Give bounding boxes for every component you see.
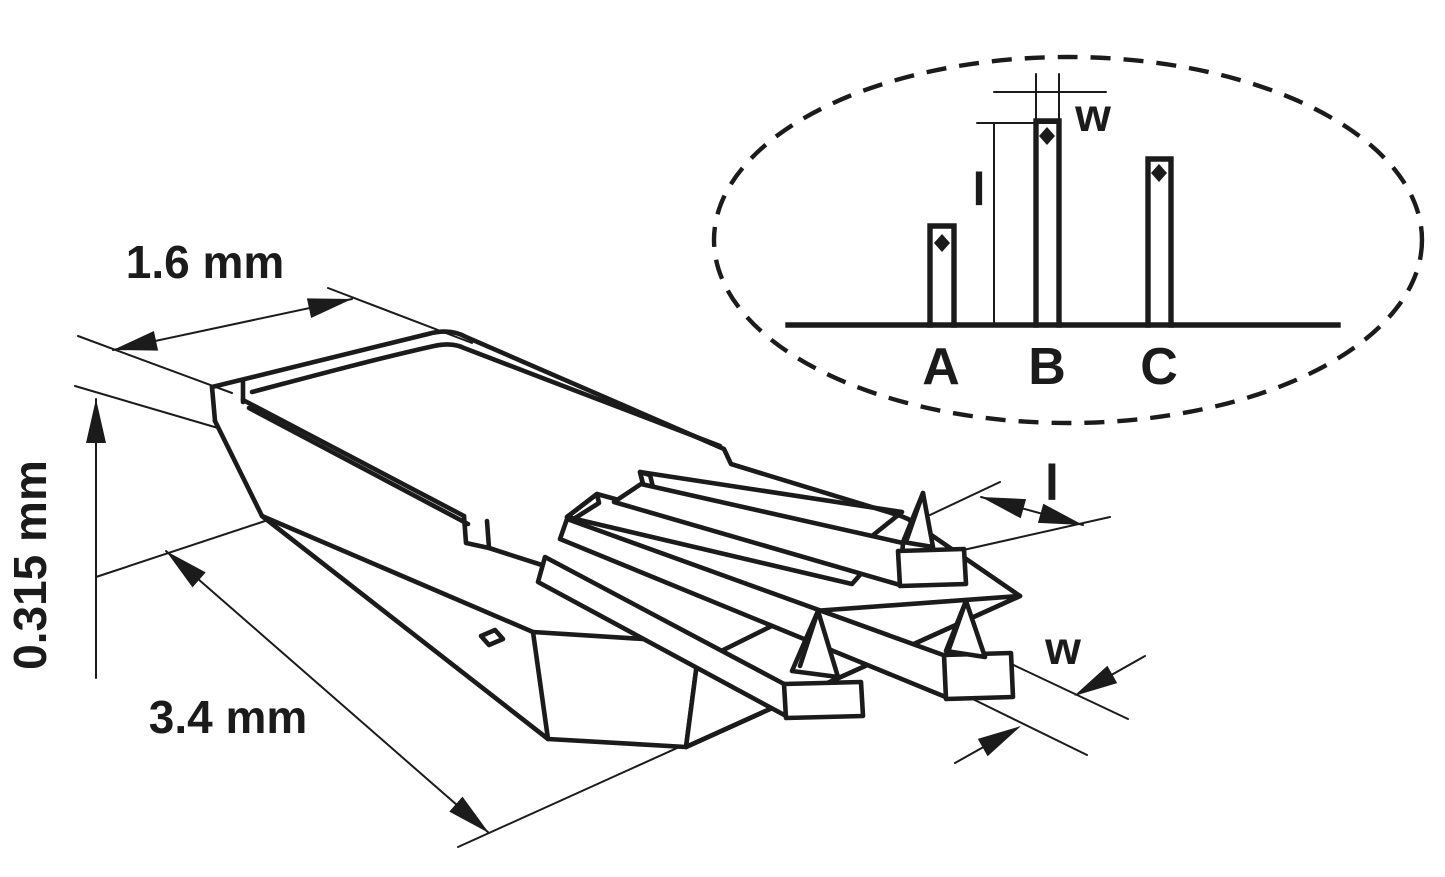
chip-left-end-edge	[209, 384, 218, 424]
arrowhead	[449, 796, 489, 833]
cantilever-c-beam	[611, 481, 969, 589]
arrowhead	[981, 497, 1027, 519]
chip-front-top-edge	[259, 513, 536, 635]
inset-cantilever-b	[1033, 118, 1062, 328]
chip-front-bottom-edge	[259, 513, 551, 742]
arrowhead	[306, 298, 352, 318]
length-dimension-label: 3.4 mm	[149, 691, 308, 743]
arrowhead	[1037, 503, 1083, 525]
plateau-back-edge	[249, 342, 723, 449]
cantilever-width-label: w	[1044, 622, 1081, 674]
inset-top-view: w l A B C	[711, 54, 1425, 426]
dimension-width-1-6mm: 1.6 mm	[77, 236, 473, 394]
inset-cantilever-c	[1145, 156, 1174, 328]
tip-marker-diamond	[1039, 127, 1055, 145]
cantilever-length-label: l	[1045, 455, 1059, 511]
extension-line	[1004, 660, 1129, 720]
inset-cantilever-c-label: C	[1140, 338, 1178, 396]
tip-marker-diamond	[1151, 164, 1167, 182]
arrowhead	[977, 726, 1021, 757]
cantilever-end-plate	[781, 679, 866, 721]
arrowhead	[166, 551, 206, 588]
cantilever-b-beam	[557, 516, 1016, 702]
front-edge-after-notch	[486, 545, 548, 569]
inset-width-label: w	[1074, 89, 1111, 141]
plateau-front-edge-lower	[246, 405, 471, 527]
slot-end-wall	[564, 491, 602, 523]
width-dimension-label: 1.6 mm	[126, 236, 285, 288]
extension-line	[95, 520, 266, 578]
extension-line	[949, 516, 1111, 554]
thickness-dimension-label: 0.315 mm	[4, 460, 56, 670]
extension-line	[77, 335, 233, 394]
extension-line	[74, 385, 219, 429]
cantilever-a-beam	[535, 554, 866, 721]
inset-cantilever-a-label: A	[922, 338, 960, 396]
plateau-front-edge	[240, 397, 467, 519]
cantilever-end-plate	[895, 546, 969, 589]
arrowhead	[86, 399, 106, 443]
inset-cantilever-b-label: B	[1028, 338, 1066, 396]
front-edge-notch	[461, 513, 492, 551]
slot-end-wall	[478, 627, 506, 648]
inset-length-label: l	[973, 163, 986, 215]
cantilever-end-plate	[941, 650, 1016, 702]
dimension-line	[165, 550, 490, 834]
inset-dashed-ellipse	[711, 54, 1425, 426]
tip-edge	[904, 490, 926, 542]
inset-measurement-lines	[976, 73, 1107, 326]
arrowhead	[113, 331, 159, 351]
chip-left-chamfer-edge	[212, 418, 265, 519]
tip-marker-diamond	[934, 234, 950, 252]
extension-line	[327, 287, 473, 344]
inset-cantilever-a	[927, 223, 957, 328]
arrowhead	[1074, 665, 1118, 696]
dimension-cantilever-length-l: l	[929, 455, 1111, 554]
tip-edge	[946, 598, 969, 652]
dimension-thickness-0-315mm: 0.315 mm	[4, 385, 219, 679]
extension-line	[929, 481, 1001, 516]
chip-back-edge	[209, 329, 911, 522]
tip-edge	[797, 608, 821, 669]
chip-isometric-view	[209, 329, 1023, 750]
